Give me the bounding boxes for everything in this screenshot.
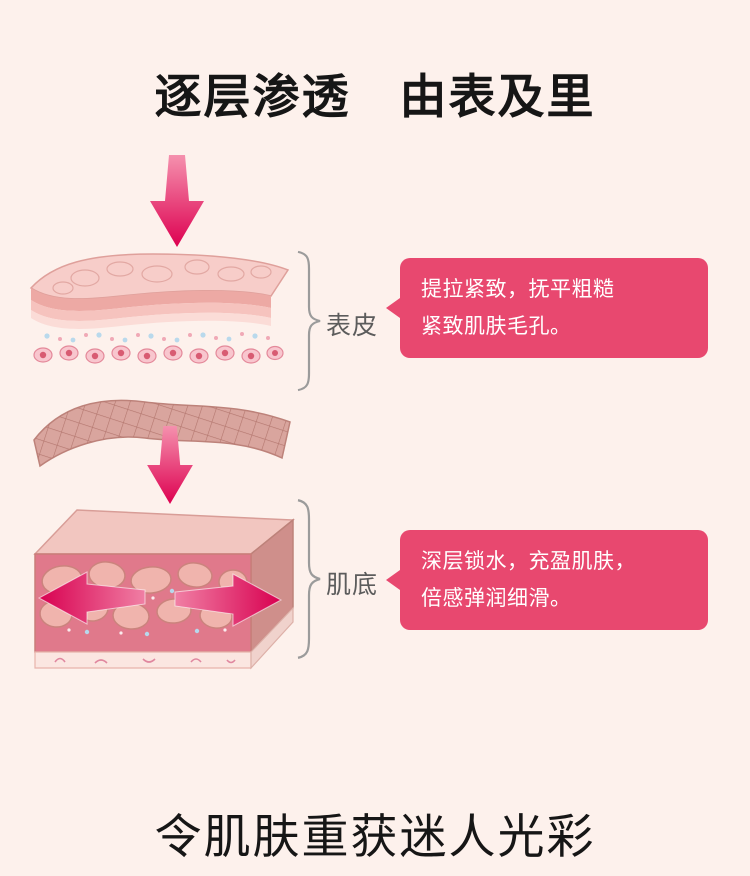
epidermis-cells (33, 345, 284, 364)
epidermis-illustration (29, 253, 290, 364)
epidermis-particles (44, 332, 270, 343)
callout-text-line: 倍感弹润细滑。 (421, 586, 572, 610)
mesh-membrane-illustration (33, 399, 291, 468)
epidermis-slab (29, 253, 290, 329)
callout-text-line: 紧致肌肤毛孔。 (421, 314, 572, 338)
layer-label-epidermis: 表皮 (326, 311, 379, 340)
callout-skin-base: 深层锁水，充盈肌肤， 倍感弹润细滑。 (386, 530, 708, 630)
brace-icon (297, 250, 321, 392)
arrow-left-icon (37, 571, 146, 625)
top-title: 逐层渗透 由表及里 (154, 70, 596, 125)
bottom-title: 令肌肤重获迷人光彩 (154, 810, 596, 865)
arrow-down-icon (150, 155, 204, 247)
arrow-down-icon (147, 426, 193, 504)
layer-label-skin-base: 肌底 (326, 570, 379, 599)
brace-icon (297, 498, 321, 660)
skin-base-illustration (33, 509, 295, 670)
callout-epidermis: 提拉紧致，抚平粗糙 紧致肌肤毛孔。 (386, 258, 708, 358)
base-squiggles (54, 657, 236, 664)
arrow-right-icon (174, 573, 283, 627)
callout-text-line: 深层锁水，充盈肌肤， (421, 549, 636, 573)
callout-text-line: 提拉紧致，抚平粗糙 (421, 277, 615, 301)
